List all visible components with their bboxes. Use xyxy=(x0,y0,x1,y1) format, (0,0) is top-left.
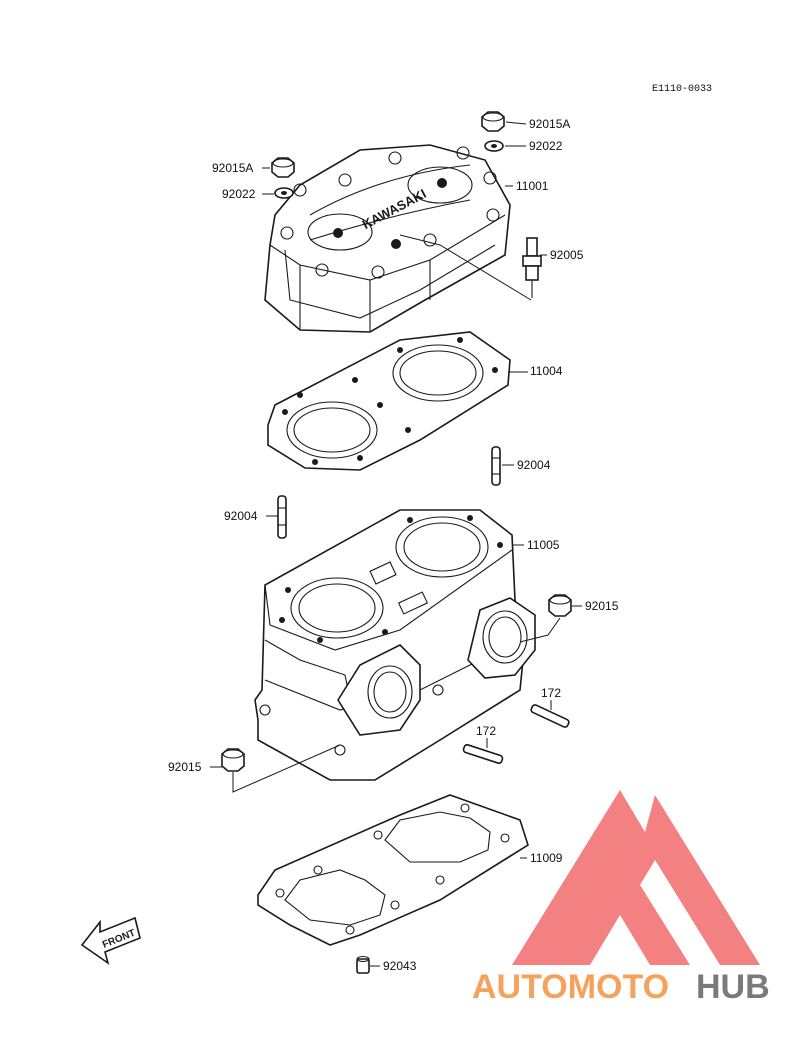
label-92022-right: 92022 xyxy=(529,139,563,153)
watermark-text-automoto: AUTOMOTO xyxy=(472,968,669,1006)
stud-172-lower xyxy=(462,743,504,765)
watermark-text-hub: HUB xyxy=(696,968,770,1006)
nut-92015a-left xyxy=(271,157,295,178)
cylinder-block xyxy=(254,509,536,781)
label-92005: 92005 xyxy=(550,248,584,262)
spark-plug xyxy=(522,237,542,298)
label-172-lower: 172 xyxy=(476,724,496,738)
nut-left-leader xyxy=(232,744,341,793)
label-11009: 11009 xyxy=(530,851,563,865)
cylinder-head: KAWASAKI xyxy=(264,144,511,333)
nut-92015-left xyxy=(221,748,245,772)
label-92015-right: 92015 xyxy=(585,599,619,613)
nut-92015-right xyxy=(548,594,572,617)
label-92022-left: 92022 xyxy=(222,187,256,201)
label-11005: 11005 xyxy=(527,538,560,552)
label-92043: 92043 xyxy=(383,959,417,973)
label-92004-left: 92004 xyxy=(224,509,258,523)
label-172-upper: 172 xyxy=(541,686,561,700)
stud-92004-right xyxy=(491,446,501,486)
diagram-code: E1110-0033 xyxy=(652,84,712,95)
stud-92004-left xyxy=(277,495,287,539)
label-11001: 11001 xyxy=(516,179,549,193)
spark-plug-leader xyxy=(399,234,532,301)
base-gasket xyxy=(257,794,529,946)
label-11004: 11004 xyxy=(530,364,563,378)
nut-92015a-right xyxy=(481,111,505,132)
label-92004-right: 92004 xyxy=(517,458,551,472)
dowel-pin xyxy=(356,955,370,974)
front-arrow-icon: FRONT xyxy=(80,916,141,965)
watermark-logo-icon xyxy=(512,790,760,965)
label-92015a-left: 92015A xyxy=(212,161,253,175)
label-92015a-right: 92015A xyxy=(529,117,570,131)
label-92015-left: 92015 xyxy=(168,760,202,774)
head-gasket xyxy=(267,331,511,471)
nut-right-leader xyxy=(519,617,561,643)
stud-172-upper xyxy=(530,704,570,728)
